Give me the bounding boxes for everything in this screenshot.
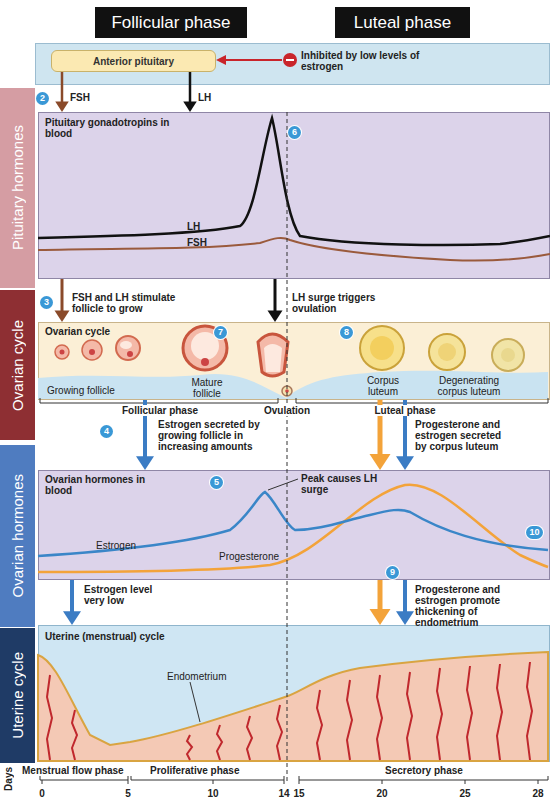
section-band: Pituitary hormones — [0, 88, 35, 288]
pituitary-gland-box: Anterior pituitary — [51, 50, 216, 72]
node-text: Mature follicle — [177, 377, 237, 399]
arrow-head — [63, 611, 81, 625]
phase-label: Menstrual flow phase — [22, 765, 137, 776]
pituitary-band: Inhibited by low levels of estrogen Anter… — [35, 43, 550, 85]
arrow-head — [55, 102, 69, 113]
phase-label: Luteal phase — [360, 405, 450, 416]
node-text: Peak causes LH surge — [301, 473, 401, 495]
day-number: 0 — [32, 788, 52, 799]
edge-label: Progesterone and estrogen promote thicke… — [415, 584, 540, 628]
node-text: Uterine (menstrual) cycle — [45, 631, 205, 642]
day-axis — [40, 776, 548, 784]
edge-label: FSH and LH stimulate follicle to grow — [72, 292, 192, 314]
node-text: Estrogen — [96, 540, 156, 551]
callout-number: 7 — [214, 326, 227, 339]
day-number: 15 — [289, 788, 309, 799]
node-text: Endometrium — [167, 671, 247, 682]
arrow-head — [396, 456, 414, 470]
arrow-connector — [143, 400, 147, 459]
arrow-connector — [403, 400, 407, 459]
node-text: Degenerating corpus luteum — [429, 375, 509, 397]
node-text: Inhibited by low levels of estrogen — [301, 50, 436, 72]
node-text: LH — [187, 221, 211, 232]
callout-number: 9 — [386, 566, 399, 579]
section-band: Ovarian cycle — [0, 290, 35, 440]
node-text: Ovarian cycle — [9, 320, 26, 411]
arrow-connector — [61, 72, 64, 104]
day-axis — [42, 780, 538, 784]
arrow-head — [370, 454, 391, 470]
node-text: Luteal phase — [354, 13, 451, 33]
phase-label: Secretory phase — [385, 765, 485, 776]
arrow-connector — [70, 580, 74, 614]
callout-number: 5 — [210, 476, 223, 489]
ovary-panel: Ovarian cycleGrowing follicle Mature foll… — [38, 322, 550, 400]
callout-number: 3 — [40, 296, 53, 309]
hormone-graph-panel: Ovarian hormones in blood Peak causes LH … — [38, 470, 550, 580]
day-number: 20 — [372, 788, 392, 799]
node-text: FSH — [187, 237, 213, 248]
node-text: Progesterone — [219, 551, 289, 562]
day-number: 28 — [528, 788, 548, 799]
arrow-head — [396, 611, 414, 625]
edge-label: FSH — [70, 92, 100, 103]
arrow-head — [268, 310, 283, 322]
arrow-connector — [370, 580, 391, 625]
arrow-connector — [378, 400, 383, 457]
callout-number: 4 — [100, 425, 113, 438]
node-text: Ovarian cycle — [45, 326, 145, 337]
edge-label: Estrogen secreted by growing follicle in… — [158, 419, 273, 452]
axis-title: Days — [3, 767, 15, 791]
arrow-head — [370, 609, 391, 625]
arrow-connector — [396, 400, 414, 470]
section-band: Uterine cycle — [0, 628, 35, 763]
arrow-connector — [61, 279, 64, 313]
edge-label: Progesterone and estrogen secreted by co… — [415, 419, 510, 452]
node-text: Follicular phase — [111, 13, 230, 33]
arrow-head — [55, 310, 70, 322]
arrow-connector — [55, 72, 69, 112]
edge-label: LH — [198, 92, 228, 103]
node-text: Anterior pituitary — [93, 56, 174, 67]
arrow-connector — [396, 580, 414, 625]
phase-label: Follicular phase — [105, 405, 215, 416]
arrow-connector — [189, 72, 192, 104]
section-band: Ovarian hormones — [0, 445, 35, 627]
callout-number: 2 — [36, 92, 49, 105]
node-text: Ovarian hormones in blood — [45, 474, 155, 496]
node-text: Corpus luteum — [353, 375, 413, 397]
arrow-connector — [268, 279, 283, 322]
node-text: Pituitary hormones — [9, 125, 26, 250]
arrow-connector — [378, 580, 383, 612]
arrow-connector — [370, 400, 391, 470]
phase-header: Luteal phase — [335, 7, 470, 38]
callout-number: 6 — [288, 126, 301, 139]
phase-label: Ovulation — [257, 405, 317, 416]
arrow-connector — [403, 580, 407, 614]
arrow-head — [136, 456, 154, 470]
day-axis — [40, 776, 548, 780]
uterus-panel: Uterine (menstrual) cycleEndometrium — [38, 625, 550, 762]
day-number: 14 — [274, 788, 294, 799]
arrow-connector — [55, 279, 70, 322]
callout-number: 10 — [526, 526, 543, 539]
node-text: Ovarian hormones — [9, 474, 26, 597]
day-number: 5 — [118, 788, 138, 799]
edge-label: Estrogen level very low — [84, 584, 164, 606]
arrow-connector — [136, 400, 154, 470]
arrow-connector — [63, 580, 81, 625]
day-number: 10 — [203, 788, 223, 799]
node-text: Pituitary gonadotropins in blood — [45, 117, 195, 139]
callout-number: 8 — [340, 326, 353, 339]
arrow-connector — [274, 279, 277, 313]
phase-label: Proliferative phase — [150, 765, 260, 776]
edge-label: LH surge triggers ovulation — [292, 292, 392, 314]
day-number: 25 — [455, 788, 475, 799]
arrow-head — [183, 102, 197, 113]
phase-header: Follicular phase — [95, 7, 247, 38]
node-text: Growing follicle — [47, 385, 157, 396]
node-text: Uterine cycle — [9, 652, 26, 739]
arrow-connector — [183, 72, 197, 112]
